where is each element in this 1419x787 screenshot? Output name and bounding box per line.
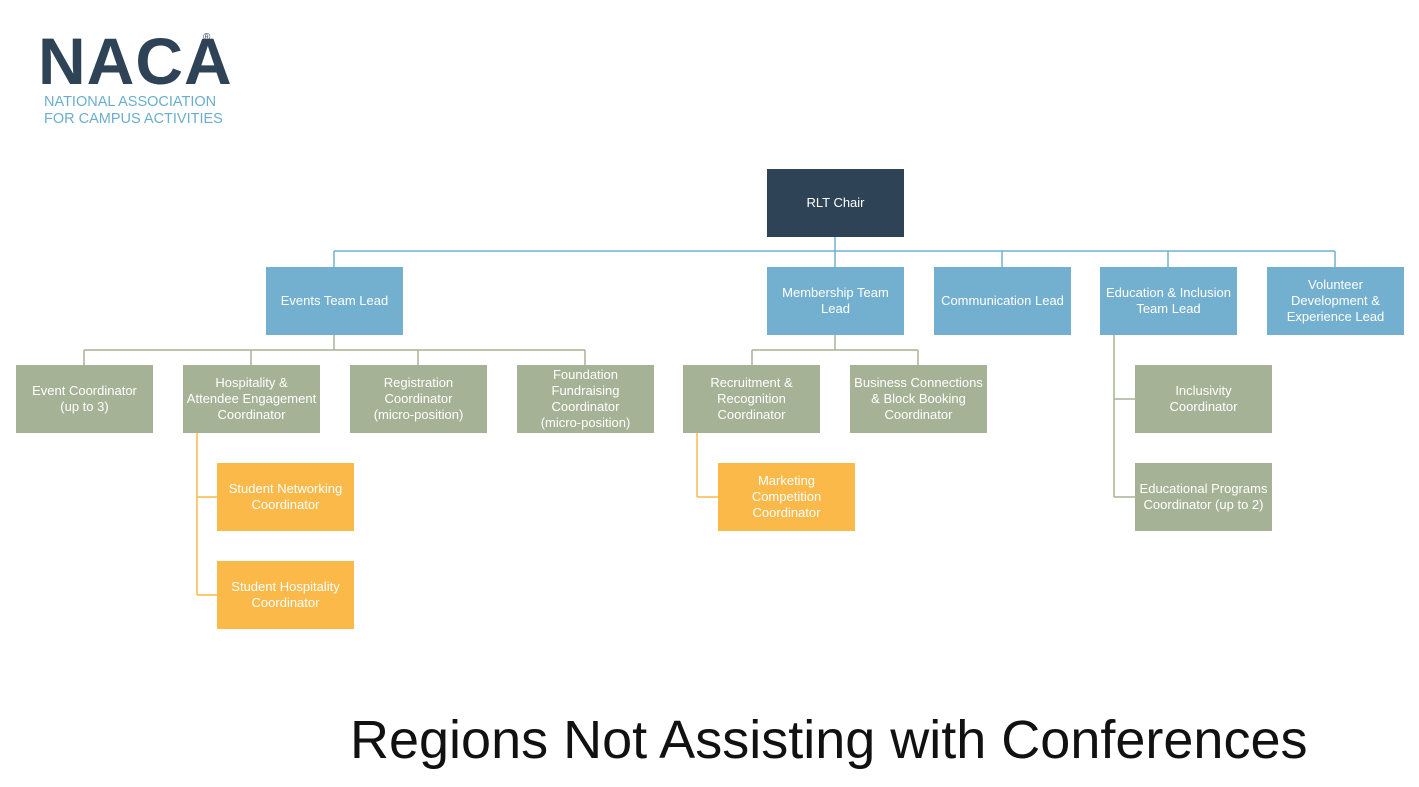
events-connector bbox=[83, 335, 586, 365]
educational-programs-coordinator-box: Educational Programs Coordinator (up to … bbox=[1135, 463, 1272, 531]
recruitment-recognition-coordinator-box: Recruitment & Recognition Coordinator bbox=[683, 365, 820, 433]
hospitality-coordinator-box: Hospitality & Attendee Engagement Coordi… bbox=[183, 365, 320, 433]
marketing-competition-coordinator-box: Marketing Competition Coordinator bbox=[718, 463, 855, 531]
logo-mark: NACA bbox=[38, 24, 233, 98]
volunteer-development-lead-box: Volunteer Development & Experience Lead bbox=[1267, 267, 1404, 335]
rlt-chair-box: RLT Chair bbox=[767, 169, 904, 237]
page-title: Regions Not Assisting with Conferences bbox=[350, 710, 1308, 770]
naca-logo: NACA ® NATIONAL ASSOCIATION FOR CAMPUS A… bbox=[38, 24, 238, 130]
student-hospitality-coordinator-box: Student Hospitality Coordinator bbox=[217, 561, 354, 629]
education-inclusion-lead-box: Education & Inclusion Team Lead bbox=[1100, 267, 1237, 335]
foundation-fundraising-coordinator-box: Foundation Fundraising Coordinator (micr… bbox=[517, 365, 654, 433]
membership-team-lead-box: Membership Team Lead bbox=[767, 267, 904, 335]
inclusivity-coordinator-box: Inclusivity Coordinator bbox=[1135, 365, 1272, 433]
business-connections-coordinator-box: Business Connections & Block Booking Coo… bbox=[850, 365, 987, 433]
registration-coordinator-box: Registration Coordinator (micro-position… bbox=[350, 365, 487, 433]
logo-subtitle-line1: NATIONAL ASSOCIATION bbox=[44, 94, 217, 110]
events-team-lead-box: Events Team Lead bbox=[266, 267, 403, 335]
communication-lead-box: Communication Lead bbox=[934, 267, 1071, 335]
logo-registered-mark: ® bbox=[203, 32, 211, 43]
event-coordinator-box: Event Coordinator (up to 3) bbox=[16, 365, 153, 433]
hospitality-connector bbox=[196, 433, 217, 596]
student-networking-coordinator-box: Student Networking Coordinator bbox=[217, 463, 354, 531]
education-connector bbox=[1113, 335, 1135, 498]
membership-connector bbox=[751, 335, 919, 365]
logo-subtitle-line2: FOR CAMPUS ACTIVITIES bbox=[44, 111, 223, 127]
recruitment-connector bbox=[696, 433, 718, 498]
chair-connector bbox=[333, 237, 1336, 267]
